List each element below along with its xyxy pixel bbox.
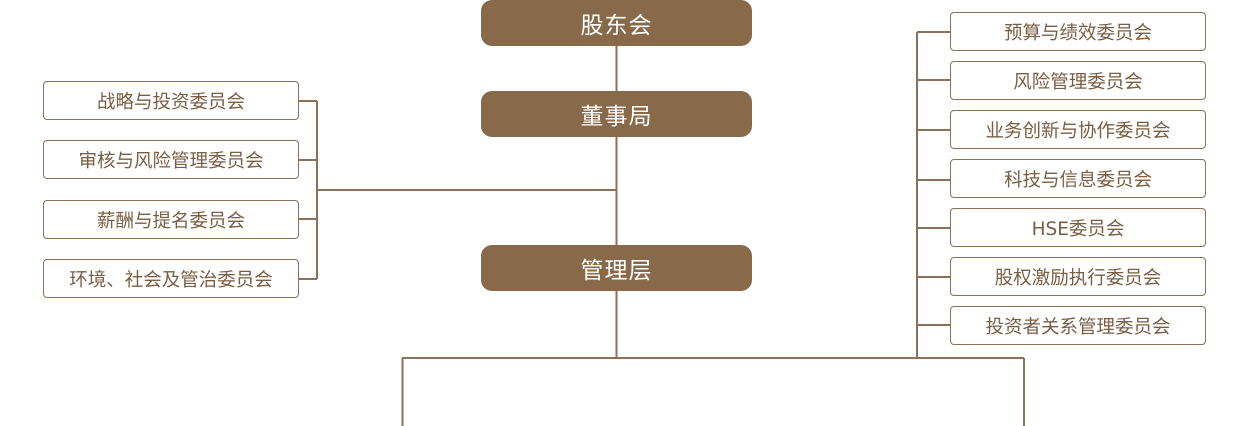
left-committee-2: 审核与风险管理委员会 <box>43 140 299 179</box>
right-committee-3: 业务创新与协作委员会 <box>950 110 1206 149</box>
left-committee-3: 薪酬与提名委员会 <box>43 200 299 239</box>
right-committee-1: 预算与绩效委员会 <box>950 12 1206 51</box>
management-box: 管理层 <box>481 245 752 291</box>
right-committee-6: 股权激励执行委员会 <box>950 257 1206 296</box>
right-committee-5: HSE委员会 <box>950 208 1206 247</box>
right-committee-4: 科技与信息委员会 <box>950 159 1206 198</box>
right-committee-2: 风险管理委员会 <box>950 61 1206 100</box>
left-committee-4: 环境、社会及管治委员会 <box>43 259 299 298</box>
right-committee-7: 投资者关系管理委员会 <box>950 306 1206 345</box>
shareholders-box: 股东会 <box>481 0 752 46</box>
left-committee-1: 战略与投资委员会 <box>43 81 299 120</box>
board-box: 董事局 <box>481 91 752 137</box>
